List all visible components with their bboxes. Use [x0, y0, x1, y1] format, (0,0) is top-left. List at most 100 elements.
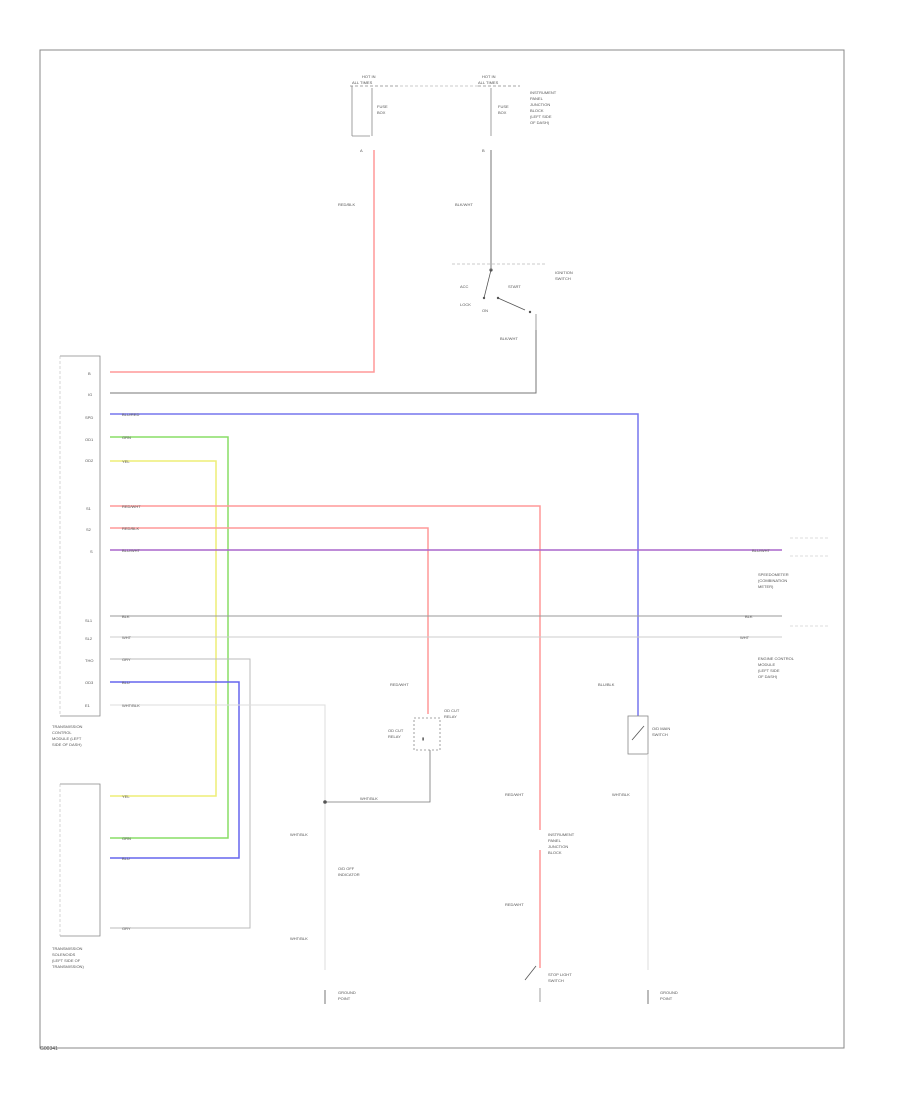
right-top-connector: SPEEDOMETER (COMBINATION METER) — [758, 537, 828, 589]
svg-text:GRN: GRN — [122, 836, 131, 841]
svg-text:STOP LIGHT: STOP LIGHT — [548, 972, 572, 977]
svg-text:OF DASH): OF DASH) — [758, 674, 778, 679]
svg-text:RED/WHT: RED/WHT — [122, 504, 141, 509]
svg-text:WHT/BLK: WHT/BLK — [360, 796, 378, 801]
wire-red-top — [110, 150, 375, 373]
od-cut-relay: RED/WHT ▮ OD CUT RELAY OD CUT RELAY — [388, 682, 460, 751]
svg-text:JUNCTION: JUNCTION — [530, 102, 550, 107]
wire-red-wht — [110, 505, 541, 830]
wire-blu-red — [110, 413, 639, 716]
svg-text:GROUND: GROUND — [338, 990, 356, 995]
svg-text:SOLENOIDS: SOLENOIDS — [52, 952, 76, 957]
svg-text:BLU: BLU — [122, 856, 130, 861]
center-junction: INSTRUMENT PANEL JUNCTION BLOCK — [548, 832, 575, 855]
svg-text:RELAY: RELAY — [444, 714, 457, 719]
ecm-pin-labels: B IG SPD OD1 OD2 S1 S2 S SL1 SL2 THO OD3… — [85, 371, 94, 708]
svg-text:FUSE: FUSE — [377, 104, 388, 109]
svg-text:THO: THO — [85, 658, 93, 663]
svg-text:OD CUT: OD CUT — [388, 728, 404, 733]
svg-text:(COMBINATION: (COMBINATION — [758, 578, 787, 583]
svg-text:CONTROL: CONTROL — [52, 730, 72, 735]
svg-text:BLU: BLU — [122, 680, 130, 685]
svg-text:(LEFT SIDE: (LEFT SIDE — [530, 114, 552, 119]
svg-text:RED/WHT: RED/WHT — [505, 792, 524, 797]
svg-text:JUNCTION: JUNCTION — [548, 844, 568, 849]
svg-text:SPEEDOMETER: SPEEDOMETER — [758, 572, 789, 577]
svg-text:WHT/BLK: WHT/BLK — [290, 936, 308, 941]
svg-text:ALL TIMES: ALL TIMES — [352, 80, 373, 85]
svg-text:BLOCK: BLOCK — [530, 108, 544, 113]
svg-text:IGNITION: IGNITION — [555, 270, 573, 275]
svg-text:YEL: YEL — [122, 794, 130, 799]
svg-text:O/D MAIN: O/D MAIN — [652, 726, 670, 731]
svg-text:GRY: GRY — [122, 926, 131, 931]
svg-text:SWITCH: SWITCH — [548, 978, 564, 983]
solenoid-connector: TRANSMISSION SOLENOIDS (LEFT SIDE OF TRA… — [52, 783, 101, 969]
svg-text:BLOCK: BLOCK — [548, 850, 562, 855]
svg-text:PANEL: PANEL — [530, 96, 544, 101]
svg-text:ALL TIMES: ALL TIMES — [478, 80, 499, 85]
svg-text:ACC: ACC — [460, 284, 469, 289]
ecm-connector — [59, 355, 101, 717]
svg-text:WHT/BLK: WHT/BLK — [612, 792, 630, 797]
svg-text:INSTRUMENT: INSTRUMENT — [548, 832, 575, 837]
svg-text:S: S — [90, 549, 93, 554]
svg-text:SPD: SPD — [85, 415, 93, 420]
svg-text:HOT IN: HOT IN — [482, 74, 496, 79]
svg-text:GROUND: GROUND — [660, 990, 678, 995]
svg-text:IG: IG — [88, 392, 92, 397]
ignition-switch: IGNITION SWITCH ACC LOCK ON START — [452, 263, 573, 330]
svg-text:METER): METER) — [758, 584, 774, 589]
svg-text:BLU/WHT: BLU/WHT — [752, 548, 771, 553]
wire-wht-blk — [110, 704, 326, 808]
svg-text:PANEL: PANEL — [548, 838, 562, 843]
od-main-switch: BLU/BLK O/D MAIN SWITCH — [598, 682, 670, 755]
svg-text:BLK/WHT: BLK/WHT — [500, 336, 518, 341]
figure-code: G00341 — [40, 1046, 58, 1052]
svg-text:OD CUT: OD CUT — [444, 708, 460, 713]
svg-text:SL2: SL2 — [85, 636, 93, 641]
svg-text:BLU/BLK: BLU/BLK — [598, 682, 615, 687]
svg-text:BLK: BLK — [745, 614, 753, 619]
svg-text:TRANSMISSION: TRANSMISSION — [52, 946, 83, 951]
svg-text:SL1: SL1 — [85, 618, 93, 623]
wire-red-blk — [110, 527, 429, 714]
svg-text:OD3: OD3 — [85, 680, 94, 685]
svg-text:BLU/RED: BLU/RED — [122, 412, 139, 417]
svg-text:RED/WHT: RED/WHT — [505, 902, 524, 907]
svg-text:HOT IN: HOT IN — [362, 74, 376, 79]
diagram-frame — [39, 49, 845, 1049]
svg-text:RED/WHT: RED/WHT — [390, 682, 409, 687]
od-off-indicator: O/D OFF INDICATOR — [338, 866, 360, 877]
svg-text:RED/BLK: RED/BLK — [338, 202, 355, 207]
svg-text:BLU/WHT: BLU/WHT — [122, 548, 141, 553]
svg-text:MODULE (LEFT: MODULE (LEFT — [52, 736, 82, 741]
svg-text:S2: S2 — [86, 527, 92, 532]
svg-text:TRANSMISSION): TRANSMISSION) — [52, 964, 84, 969]
svg-text:GRN: GRN — [122, 435, 131, 440]
wire-blu — [110, 681, 240, 859]
svg-text:WHT: WHT — [740, 635, 750, 640]
svg-text:S1: S1 — [86, 506, 92, 511]
svg-text:B: B — [482, 148, 485, 153]
svg-text:(LEFT SIDE: (LEFT SIDE — [758, 668, 780, 673]
svg-text:▮: ▮ — [422, 736, 424, 741]
wire-yel — [110, 460, 217, 797]
wire-gry — [110, 658, 251, 929]
svg-text:START: START — [508, 284, 521, 289]
svg-text:BOX: BOX — [498, 110, 507, 115]
svg-text:ENGINE CONTROL: ENGINE CONTROL — [758, 656, 795, 661]
wire-ign-out — [110, 330, 537, 394]
svg-text:E1: E1 — [85, 703, 91, 708]
svg-text:ON: ON — [482, 308, 488, 313]
svg-text:WHT/BLK: WHT/BLK — [290, 832, 308, 837]
svg-text:WHT/BLK: WHT/BLK — [122, 703, 140, 708]
ecm-label: TRANSMISSION CONTROL MODULE (LEFT SIDE O… — [52, 724, 83, 747]
ground-right: GROUND POINT — [647, 990, 678, 1004]
svg-text:TRANSMISSION: TRANSMISSION — [52, 724, 83, 729]
svg-text:FUSE: FUSE — [498, 104, 509, 109]
svg-text:YEL: YEL — [122, 459, 130, 464]
svg-text:B: B — [88, 371, 91, 376]
svg-text:INSTRUMENT: INSTRUMENT — [530, 90, 557, 95]
